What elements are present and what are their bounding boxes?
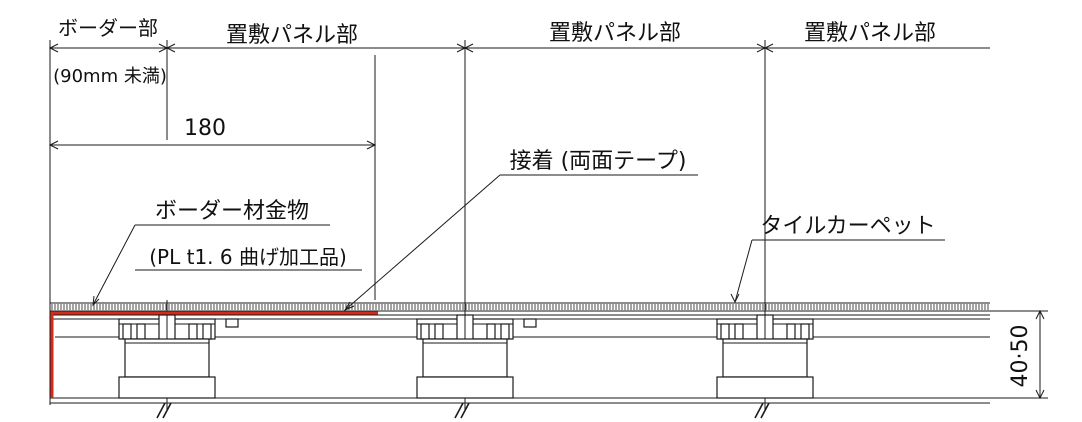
zone-dimension-line [48, 40, 990, 410]
height-dimension [990, 309, 1048, 400]
adhesive-leader [343, 174, 698, 312]
tile-carpet-label: タイルカーペット [760, 214, 935, 239]
border-fitting-spec: (PL t1. 6 曲げ加工品) [149, 245, 347, 269]
dimension-180 [48, 55, 377, 300]
border-note: (90mm 未満) [53, 66, 167, 87]
dimension-180-label: 180 [184, 116, 226, 141]
border-zone-label: ボーダー部 [58, 16, 158, 40]
panel-zone-label-2: 置敷パネル部 [549, 21, 681, 46]
tile-carpet-layer [50, 302, 990, 312]
panel-zone-label-3: 置敷パネル部 [804, 21, 936, 46]
height-dimension-label: 40·50 [1008, 325, 1033, 388]
panel-zone-label-1: 置敷パネル部 [226, 23, 358, 48]
border-fitting-label: ボーダー材金物 [155, 199, 309, 224]
fixing-tab-1 [225, 318, 239, 328]
fixing-tab-2 [523, 318, 537, 328]
border-fitting-leader [92, 224, 362, 307]
border-metal-fitting [50, 311, 378, 398]
tile-carpet-leader [730, 239, 945, 304]
slab-lines [50, 397, 990, 404]
adhesive-label: 接着 (両面テープ) [510, 149, 687, 174]
